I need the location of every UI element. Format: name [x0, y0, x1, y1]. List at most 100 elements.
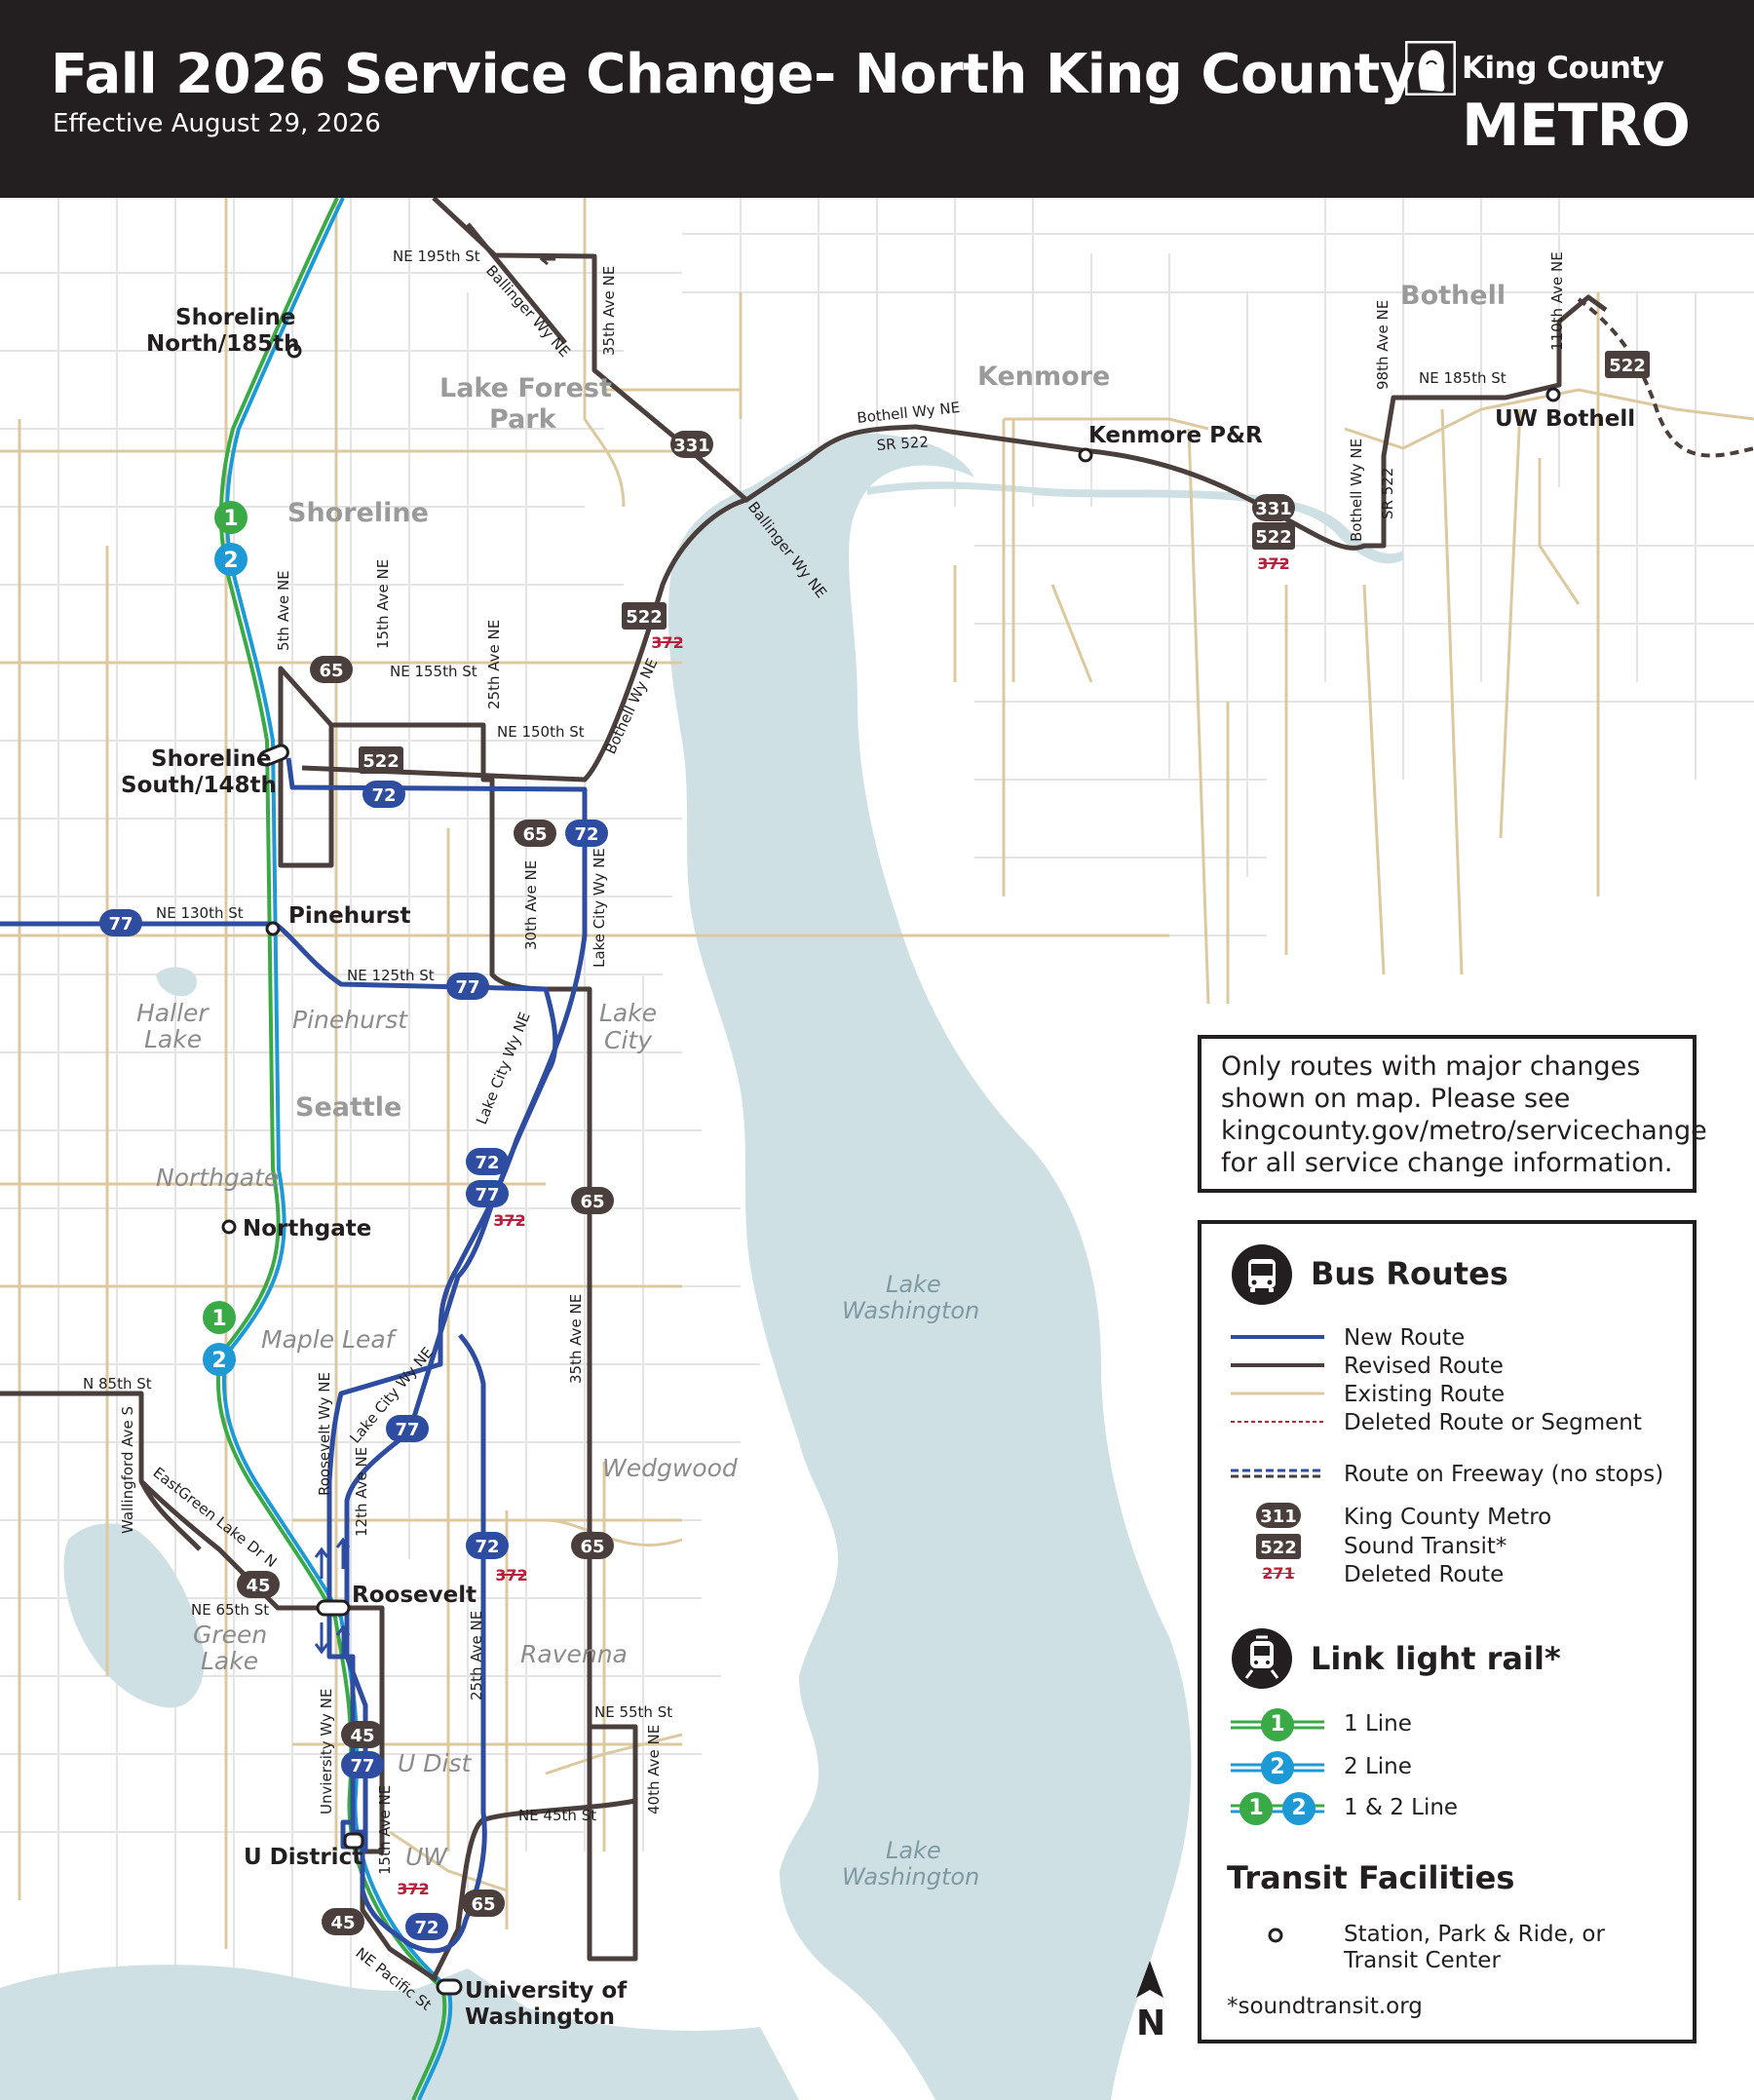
svg-text:522: 522	[1609, 356, 1646, 376]
svg-text:331: 331	[1255, 499, 1292, 519]
notice-box: Only routes with major changes shown on …	[1198, 1035, 1707, 1193]
legend-facilities-heading: Transit Facilities	[1227, 1859, 1515, 1896]
route-65-badge: 65	[310, 656, 353, 683]
station-label: UW Bothell	[1495, 406, 1635, 432]
station-shoreline-north	[286, 343, 302, 359]
place-label: UW	[405, 1843, 448, 1871]
deleted-route-372-badge: 372	[651, 633, 683, 652]
street-label: N 85th St	[83, 1375, 152, 1393]
place-label: Maple Leaf	[261, 1325, 398, 1354]
svg-text:522: 522	[626, 607, 663, 628]
line2-badge: 2	[214, 543, 248, 576]
logo-metro-text: METRO	[1462, 92, 1691, 160]
svg-text:2: 2	[211, 1349, 226, 1373]
svg-text:77: 77	[108, 914, 133, 935]
legend-facility-line1: Station, Park & Ride, or	[1344, 1922, 1605, 1947]
route-72-badge: 72	[565, 820, 608, 847]
street-label: NE 125th St	[347, 967, 435, 984]
place-labels: Bothell Kenmore Lake Forest Park Shoreli…	[136, 281, 1506, 1890]
street-label: 35th Ave NE	[600, 266, 618, 356]
street-label: 25th Ave NE	[485, 620, 503, 709]
deleted-route-372-badge: 372	[495, 1566, 527, 1585]
deleted-route-372-badge: 372	[397, 1880, 429, 1898]
notice-line: kingcounty.gov/metro/servicechange	[1221, 1116, 1707, 1146]
station-markers[interactable]	[221, 343, 1561, 1996]
station-roosevelt	[316, 1599, 351, 1617]
street-label: Wallingford Ave S	[119, 1406, 136, 1534]
legend-line12: 1 & 2 Line	[1344, 1795, 1459, 1820]
place-label: City	[604, 1026, 653, 1054]
north-arrow: N	[1130, 1959, 1169, 2046]
legend-metro-badge: 311	[1260, 1507, 1297, 1527]
svg-text:522: 522	[1255, 527, 1292, 548]
route-77-badge: 77	[466, 1180, 509, 1207]
route-522-badge: 522	[359, 746, 403, 774]
street-label: 40th Ave NE	[645, 1725, 663, 1814]
place-label: U Dist	[398, 1749, 472, 1777]
place-label: Northgate	[156, 1164, 279, 1192]
place-label: Wedgwood	[602, 1454, 738, 1482]
station-shoreline-south	[258, 744, 289, 767]
legend-rail-heading: Link light rail*	[1311, 1640, 1561, 1677]
svg-text:65: 65	[522, 824, 547, 845]
place-label: Lake	[201, 1647, 258, 1675]
route-badges[interactable]: 331 331 522 522 522 522 65 65 65 65 65 7…	[99, 351, 1650, 1940]
route-77-badge: 77	[386, 1415, 429, 1442]
legend-metro-label: King County Metro	[1344, 1505, 1552, 1530]
svg-text:72: 72	[371, 785, 396, 806]
line1-badge: 1	[214, 501, 248, 534]
street-label: 35th Ave NE	[567, 1294, 585, 1384]
svg-text:72: 72	[475, 1153, 499, 1173]
legend-deleted-badge: 271	[1262, 1564, 1295, 1583]
svg-text:77: 77	[350, 1756, 374, 1776]
route-77-new	[0, 921, 558, 1852]
minor-streets	[0, 198, 1754, 2100]
legend-line12-num1: 1	[1248, 1796, 1264, 1820]
legend-facility-line2: Transit Center	[1344, 1948, 1501, 1973]
street-label: Lake City Wy NE	[591, 848, 608, 968]
svg-text:331: 331	[673, 436, 710, 456]
north-arrow-icon	[1136, 1961, 1163, 1998]
legend-line1-num: 1	[1270, 1712, 1285, 1737]
svg-text:77: 77	[395, 1420, 419, 1440]
station-label: Roosevelt	[352, 1583, 477, 1608]
route-331-badge: 331	[1252, 494, 1295, 521]
route-65-badge: 65	[571, 1532, 614, 1559]
station-label: Northgate	[243, 1216, 371, 1241]
street-label: Unviersity Wy NE	[318, 1689, 335, 1814]
station-label: U District	[244, 1845, 362, 1870]
station-label: South/148th	[121, 773, 277, 798]
king-county-logo-icon	[1405, 41, 1456, 95]
bus-icon	[1232, 1244, 1292, 1305]
street-label: NE 155th St	[390, 663, 477, 680]
place-label: Lake	[886, 1837, 941, 1864]
place-label: Lake Forest	[439, 373, 612, 403]
station-pinehurst	[265, 921, 281, 936]
station-label: Shoreline	[175, 305, 295, 330]
station-label: Washington	[465, 2005, 615, 2030]
street-label: SR 522	[1379, 468, 1396, 519]
route-72-badge: 72	[466, 1148, 509, 1175]
station-label: Pinehurst	[288, 903, 411, 929]
street-label: NE 195th St	[393, 248, 480, 265]
street-label: NE 65th St	[191, 1601, 269, 1619]
street-label: NE 185th St	[1419, 369, 1506, 387]
route-331-badge: 331	[670, 431, 713, 458]
svg-text:65: 65	[319, 661, 343, 681]
svg-text:2: 2	[223, 549, 238, 573]
station-northgate	[221, 1219, 237, 1235]
train-icon	[1232, 1628, 1292, 1689]
legend-freeway: Route on Freeway (no stops)	[1344, 1462, 1664, 1487]
legend-footnote: *soundtransit.org	[1227, 1994, 1423, 2019]
legend-bus-swatches	[1231, 1335, 1324, 1559]
legend-line2: 2 Line	[1344, 1754, 1412, 1779]
legend-deleted-label: Deleted Route	[1344, 1562, 1505, 1587]
route-77-badge: 77	[446, 973, 489, 1000]
svg-text:72: 72	[475, 1537, 499, 1557]
legend-line2-num: 2	[1270, 1755, 1285, 1779]
route-72-badge: 72	[362, 781, 405, 808]
station-u-district	[343, 1832, 364, 1850]
legend-revised-route: Revised Route	[1344, 1354, 1504, 1379]
route-72-badge: 72	[466, 1532, 509, 1559]
place-label: Lake	[886, 1271, 941, 1298]
